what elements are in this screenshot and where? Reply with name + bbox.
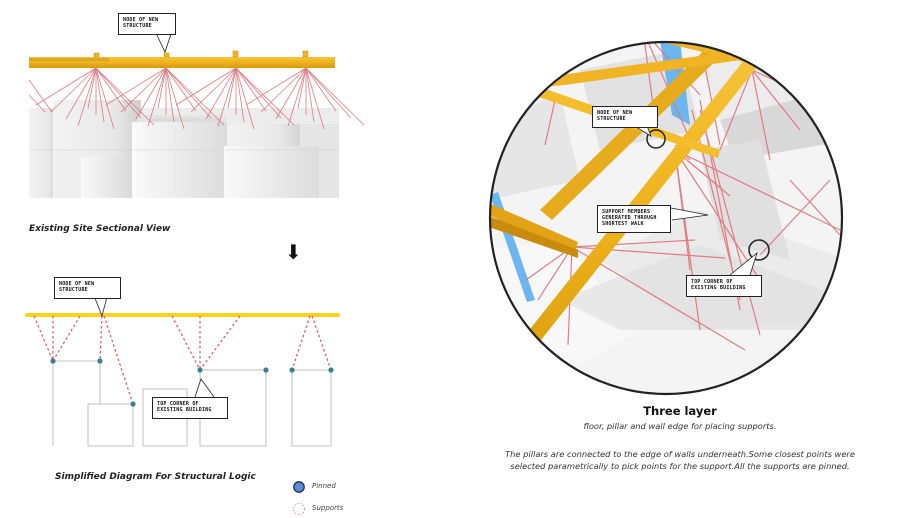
support-dashed-line (311, 315, 332, 371)
support-member (537, 246, 573, 301)
zoom-supports-callout: SUPPORT MEMBERS GENERATED THROUGH SHORTE… (597, 205, 671, 233)
support-member (165, 67, 225, 126)
node-highlight-circle (646, 129, 666, 149)
support-member (120, 67, 167, 113)
support-member (305, 67, 352, 119)
pinned-node (328, 367, 334, 373)
support-member (87, 67, 97, 109)
description-body: The pillars are connected to the edge of… (505, 449, 855, 471)
support-member (674, 149, 761, 281)
pinned-node (289, 367, 295, 373)
support-dashed-line (199, 315, 241, 371)
support-member (297, 67, 307, 109)
support-member (95, 67, 115, 130)
support-dashed-line (99, 315, 103, 362)
support-member (95, 67, 127, 112)
pinned-node (97, 358, 103, 364)
support-member (147, 67, 167, 127)
support-member (571, 239, 696, 248)
support-member (305, 67, 315, 123)
zoom-corner-callout: TOP CORNER OF EXISTING BUILDING (686, 275, 762, 297)
support-member (674, 149, 841, 231)
support-member (50, 67, 97, 113)
existing-buildings (29, 100, 339, 198)
support-member (789, 179, 841, 236)
pinned-node (263, 367, 269, 373)
arrow-down-icon: ⬇ (285, 240, 302, 264)
support-member (165, 67, 197, 112)
support-member (165, 67, 175, 123)
support-dashed-line (103, 315, 134, 405)
support-member (35, 67, 97, 106)
support-dashed-line (52, 315, 81, 362)
support-member (190, 67, 237, 113)
new-structure-beam (29, 57, 335, 68)
support-member (544, 99, 556, 146)
diagram-corner-callout: TOP CORNER OF EXISTING BUILDING (152, 397, 228, 419)
support-member (65, 67, 97, 120)
simplified-diagram (25, 292, 340, 447)
support-member (77, 67, 97, 127)
support-member (759, 179, 831, 256)
dashed-supports (33, 315, 332, 405)
support-member (235, 67, 245, 123)
support-member (235, 67, 255, 130)
support-member (95, 67, 105, 123)
description-subtitle: floor, pillar and wall edge for placing … (583, 421, 777, 431)
pinned-node (50, 358, 56, 364)
zoom-node-callout: NODE OF NEW STRUCTURE (592, 106, 658, 128)
support-member (235, 67, 267, 112)
sectional-node-callout: NODE OF NEW STRUCTURE (118, 13, 176, 35)
support-member (260, 67, 307, 113)
support-member (217, 67, 237, 127)
support-member (235, 67, 295, 126)
pinned-node (130, 401, 136, 407)
support-member (105, 67, 167, 106)
support-member (165, 67, 212, 119)
support-member (28, 94, 46, 113)
support-member (28, 79, 53, 113)
support-dashed-line (171, 315, 201, 371)
pinned-node (197, 367, 203, 373)
support-member (175, 67, 237, 106)
sectional-view-caption: Existing Site Sectional View (29, 224, 171, 234)
support-member (642, 42, 691, 141)
support-member (95, 67, 142, 119)
description-title: Three layer (643, 404, 717, 418)
support-member (205, 67, 237, 120)
support-dashed-line (291, 315, 311, 371)
legend-pinned-label: Pinned (312, 482, 336, 490)
legend-supports-label: Supports (312, 504, 344, 512)
support-member (157, 67, 167, 109)
support-member (719, 69, 753, 151)
beam-nodes (93, 50, 309, 58)
support-member (305, 67, 337, 112)
simplified-diagram-caption: Simplified Diagram For Structural Logic (55, 472, 256, 482)
support-member (287, 67, 307, 127)
support-member (751, 69, 801, 131)
support-member (135, 67, 167, 120)
sectional-support-members (28, 67, 365, 130)
support-dashed-line (33, 315, 54, 362)
support-member (235, 67, 282, 119)
support-member (305, 67, 365, 126)
support-member (245, 67, 307, 106)
diagram-node-callout: NODE OF NEW STRUCTURE (54, 277, 121, 299)
support-member (95, 67, 155, 126)
support-member (275, 67, 307, 120)
support-member (305, 67, 325, 130)
support-member (165, 67, 185, 130)
support-member (751, 69, 771, 161)
pinned-icon (293, 481, 305, 493)
pinned-nodes (50, 358, 334, 407)
corner-highlight-circle (748, 239, 770, 261)
supports-icon (293, 503, 305, 515)
zoom-frame-circle (488, 40, 844, 396)
support-member (227, 67, 237, 109)
